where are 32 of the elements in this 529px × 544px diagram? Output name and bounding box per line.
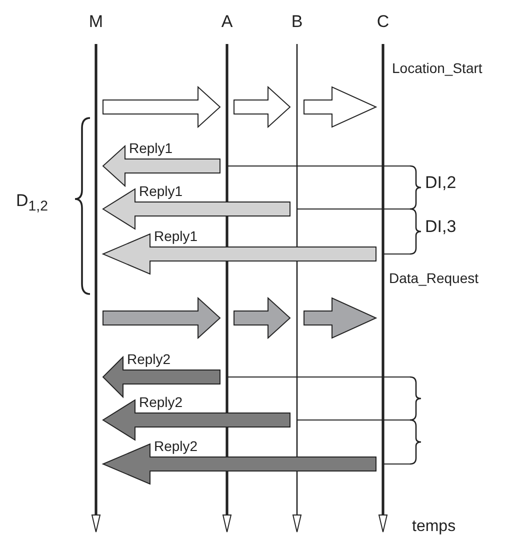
block-arrow — [234, 296, 291, 340]
block-arrow — [304, 297, 378, 339]
lifeline — [290, 12, 304, 535]
message-name: Data_Request — [389, 270, 479, 286]
lifeline — [376, 12, 390, 535]
participant-label: C — [376, 12, 390, 32]
participant-label: M — [88, 12, 104, 32]
block-arrow — [102, 86, 221, 128]
edge-label: Reply1 — [153, 228, 199, 244]
lifeline — [220, 12, 234, 535]
block-arrow — [102, 399, 290, 441]
edge-label: Reply1 — [128, 140, 174, 156]
participant-label: B — [290, 12, 304, 32]
block-arrow — [102, 296, 221, 340]
block-arrow — [102, 144, 220, 188]
edge-label: Reply2 — [153, 438, 199, 454]
block-arrow — [102, 443, 376, 485]
delay-label: DI,3 — [425, 217, 456, 237]
block-arrow — [102, 188, 290, 230]
block-arrow — [102, 233, 376, 275]
lifeline — [89, 12, 103, 535]
block-arrow — [102, 356, 220, 398]
participant-label: A — [220, 12, 234, 32]
edge-label: Reply2 — [138, 394, 184, 410]
time-axis-label: temps — [412, 518, 456, 536]
edge-label: Reply1 — [138, 183, 184, 199]
duration-label: D$_{1,2}$ — [16, 191, 48, 214]
block-arrow — [234, 86, 291, 128]
block-arrow — [304, 86, 378, 128]
delay-label: DI,2 — [425, 173, 456, 193]
edge-label: Reply2 — [126, 351, 172, 367]
message-name: Location_Start — [392, 60, 482, 76]
